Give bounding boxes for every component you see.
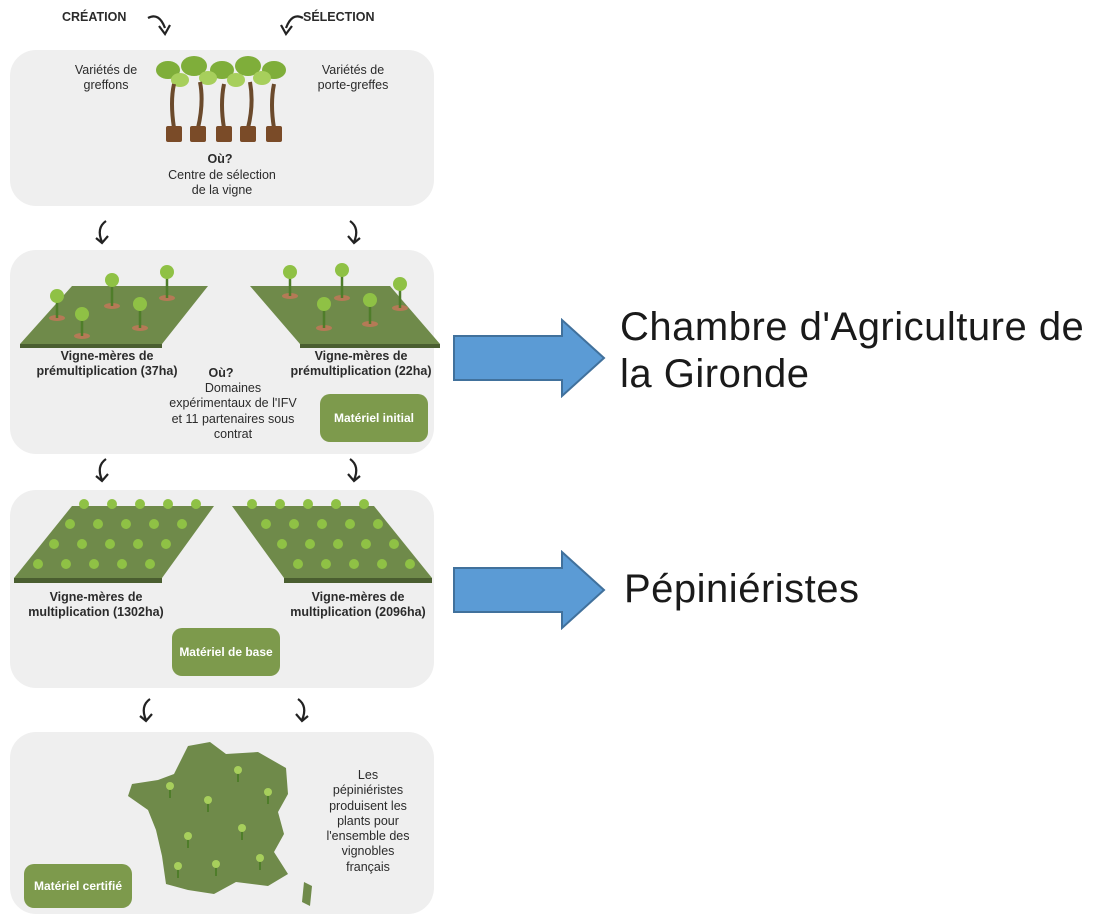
potted-vines-illustration bbox=[156, 56, 286, 142]
selection-curved-arrow-icon bbox=[280, 15, 304, 37]
certified-material-badge: Matériel certifié bbox=[24, 864, 132, 908]
callout-pepinieristes: Pépiniéristes bbox=[624, 567, 860, 611]
arrow-right-blue-1 bbox=[453, 318, 606, 398]
creation-label: CRÉATION bbox=[62, 10, 127, 24]
flow-arrow-left-icon bbox=[95, 458, 109, 483]
mult-right-label: Vigne-mères de multiplication (2096ha) bbox=[290, 590, 426, 620]
where-text-2: Domaines expérimentaux de l'IFV et 11 pa… bbox=[169, 381, 297, 441]
mult-left-label: Vigne-mères de multiplication (1302ha) bbox=[28, 590, 164, 620]
flow-arrow-left-icon bbox=[95, 220, 109, 245]
rootstock-varieties-label: Variétés de porte-greffes bbox=[317, 63, 389, 93]
callout-chambre-agriculture: Chambre d'Agriculture de la Gironde bbox=[620, 305, 1085, 397]
where-title-1: Où? bbox=[207, 152, 233, 166]
premultiplication-field-left-illustration bbox=[20, 265, 208, 348]
flow-arrow-right-icon bbox=[347, 458, 361, 483]
multiplication-field-right-illustration bbox=[232, 499, 432, 583]
premultiplication-field-right-illustration bbox=[250, 263, 440, 348]
where-title-2: Où? bbox=[208, 366, 234, 380]
grafts-varieties-label: Variétés de greffons bbox=[74, 63, 138, 93]
france-map-illustration bbox=[128, 742, 312, 906]
premult-right-label: Vigne-mères de prémultiplication (22ha) bbox=[290, 349, 432, 379]
flow-arrow-left-icon bbox=[139, 698, 153, 723]
creation-curved-arrow-icon bbox=[147, 15, 171, 37]
selection-label: SÉLECTION bbox=[303, 10, 375, 24]
flow-arrow-right-icon bbox=[347, 220, 361, 245]
multiplication-field-left-illustration bbox=[14, 499, 214, 583]
flow-arrow-right-icon bbox=[295, 698, 309, 723]
initial-material-badge: Matériel initial bbox=[320, 394, 428, 442]
base-material-badge: Matériel de base bbox=[172, 628, 280, 676]
where-text-1: Centre de sélection de la vigne bbox=[168, 168, 276, 198]
arrow-right-blue-2 bbox=[453, 550, 606, 630]
nurseries-text: Les pépiniéristes produisent les plants … bbox=[326, 768, 410, 874]
premult-left-label: Vigne-mères de prémultiplication (37ha) bbox=[36, 349, 178, 379]
